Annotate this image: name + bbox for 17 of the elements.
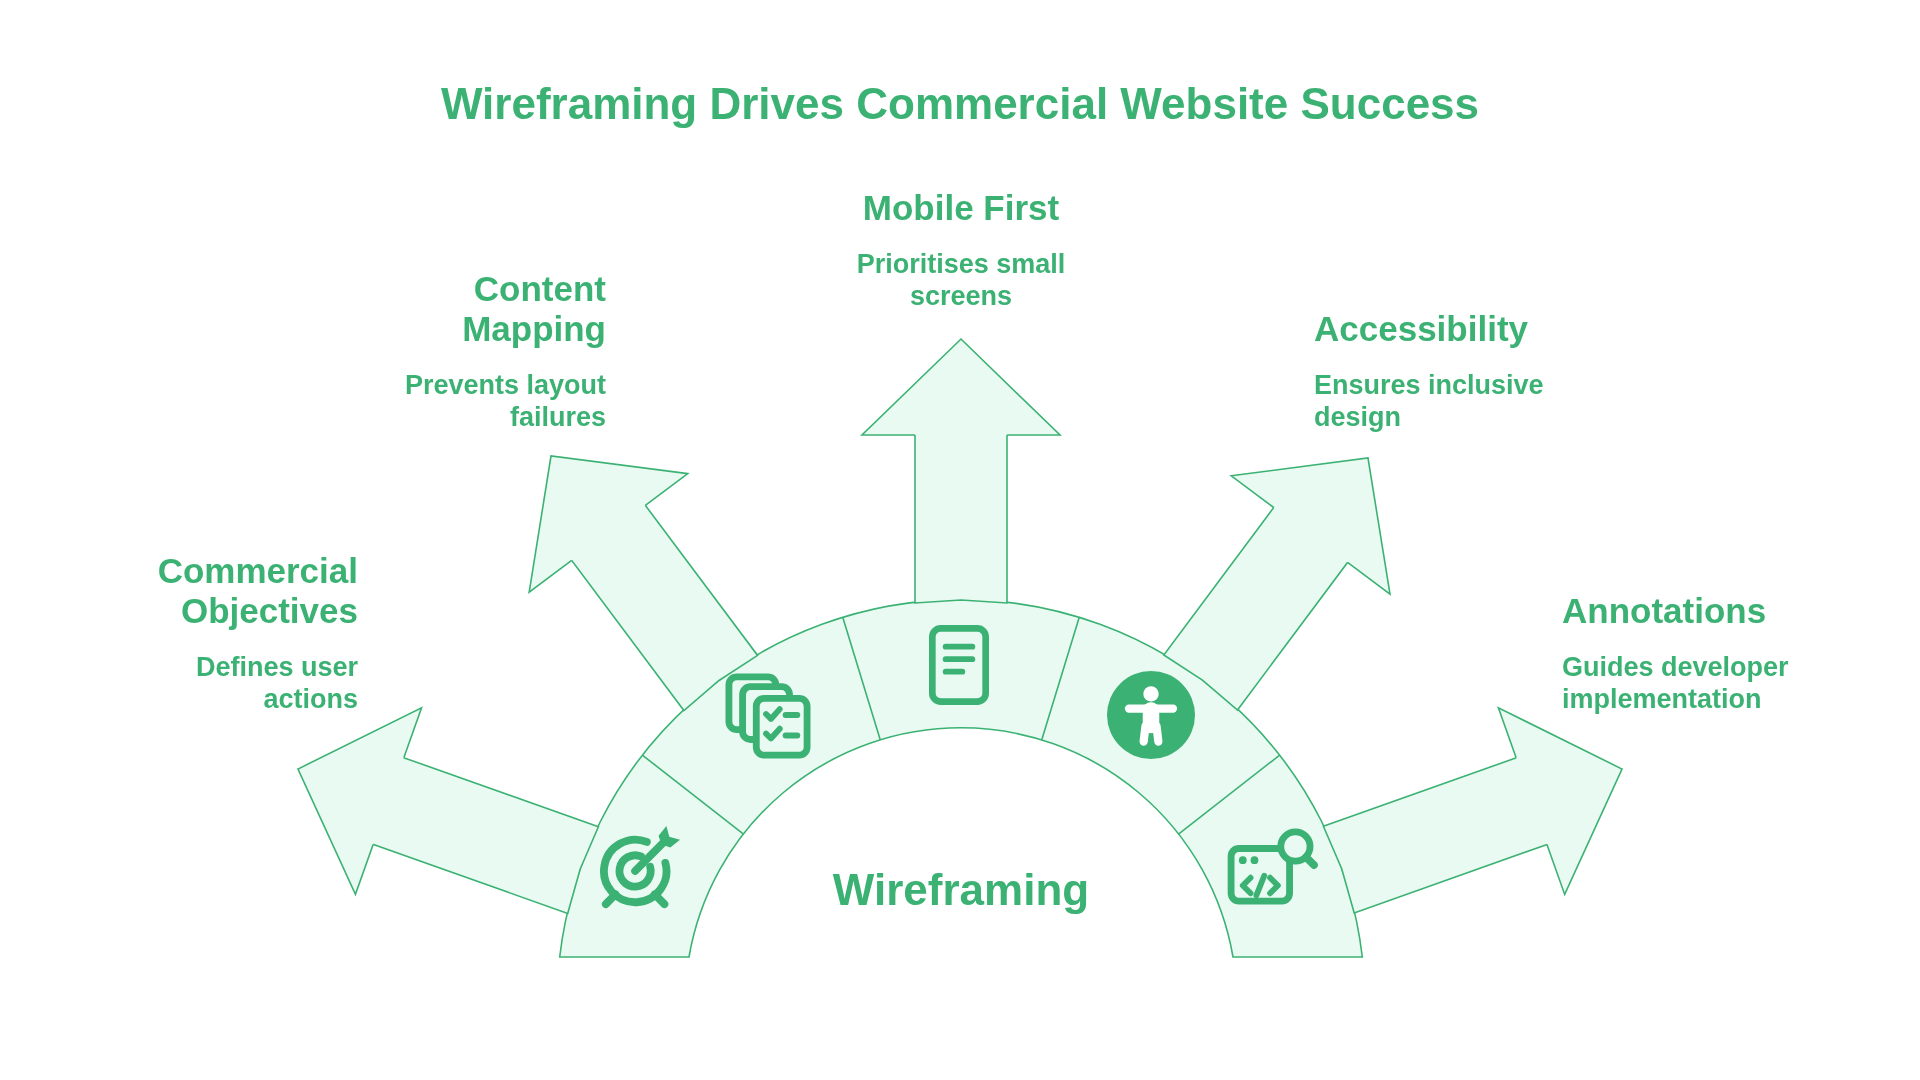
description: Defines user actions: [194, 651, 358, 715]
title: Wireframing Drives Commercial Website Success: [440, 78, 1480, 130]
heading: Accessibility: [1314, 309, 1528, 349]
block-arrow: [861, 338, 1061, 604]
block-arrow: [1322, 707, 1623, 915]
description: Prevents layout failures: [403, 369, 606, 433]
hub-label: Wireframing: [832, 864, 1090, 916]
description: Ensures inclusive design: [1314, 369, 1545, 433]
heading: Annotations: [1562, 591, 1767, 631]
block-arrow: [1163, 457, 1391, 712]
description: Prioritises small screens: [855, 248, 1067, 312]
heading: Content Mapping: [461, 269, 606, 349]
heading: Commercial Objectives: [156, 551, 358, 631]
block-arrow: [528, 455, 759, 712]
block-arrow: [297, 706, 600, 915]
description: Guides developer implementation: [1562, 651, 1790, 715]
heading: Mobile First: [862, 188, 1060, 228]
